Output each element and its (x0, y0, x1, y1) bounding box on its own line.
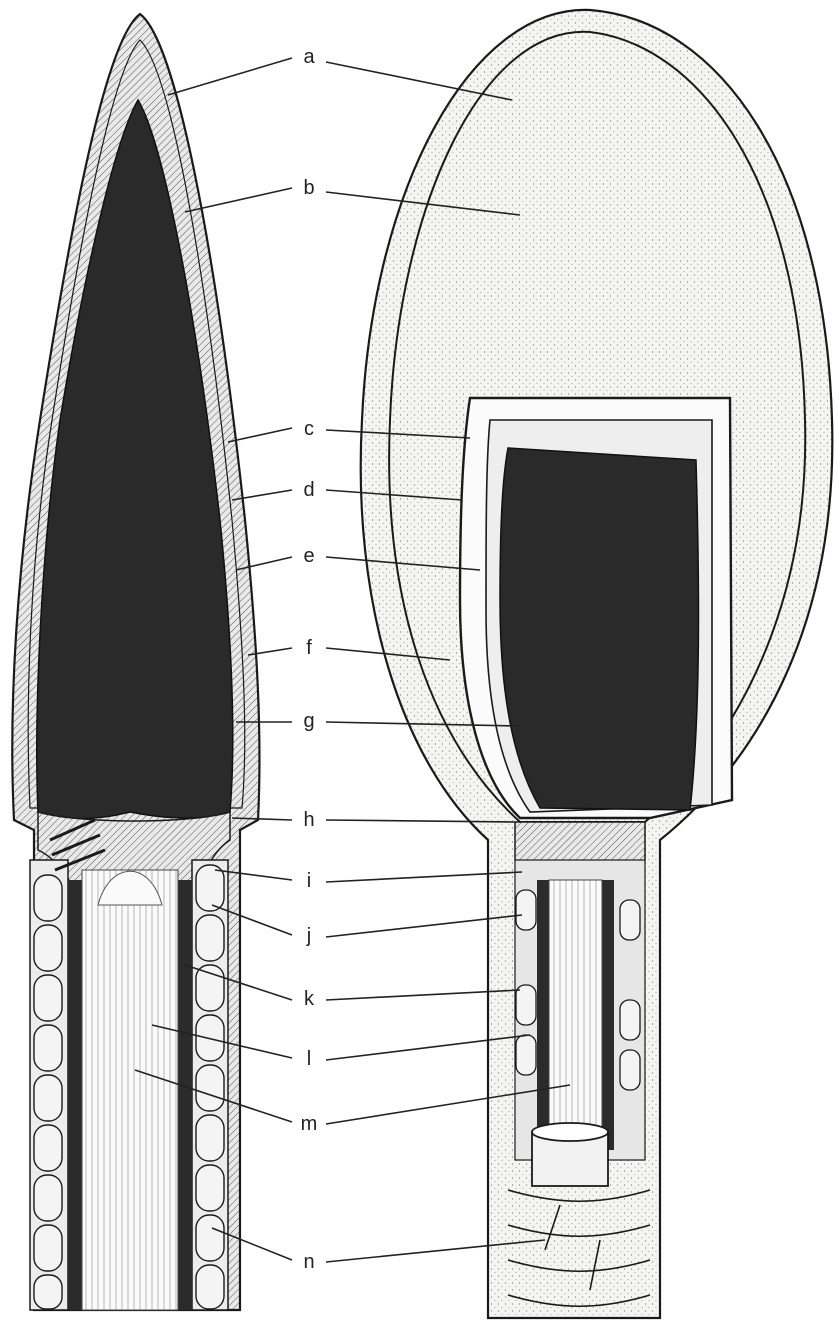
label-n: n (303, 1251, 314, 1273)
label-d: d (303, 479, 314, 501)
label-b: b (303, 177, 314, 199)
left-dark-sheath-left (68, 880, 82, 1310)
left-fiber-core (82, 870, 178, 1310)
label-e: e (303, 545, 314, 567)
label-k: k (304, 988, 315, 1010)
label-a: a (303, 46, 315, 68)
right-cut-cylinder-top (532, 1123, 608, 1141)
right-fiber-core (549, 880, 602, 1150)
label-letters: a b c d e f g h i j k l m n (301, 46, 318, 1273)
left-cells-left (34, 875, 62, 1309)
label-j: j (306, 925, 311, 947)
label-m: m (301, 1113, 318, 1135)
label-f: f (306, 637, 312, 659)
left-structure (12, 14, 259, 1310)
right-dark-sheath-left (537, 880, 549, 1150)
label-c: c (304, 418, 314, 440)
left-cells-right (196, 865, 224, 1309)
label-i: i (307, 870, 311, 892)
right-dark-sheath-right (602, 880, 614, 1150)
left-dark-sheath-right (178, 880, 192, 1310)
label-l: l (307, 1048, 311, 1070)
right-dark-cavity (500, 448, 698, 810)
right-structure (361, 10, 833, 1318)
label-g: g (303, 710, 314, 732)
label-h: h (303, 809, 314, 831)
